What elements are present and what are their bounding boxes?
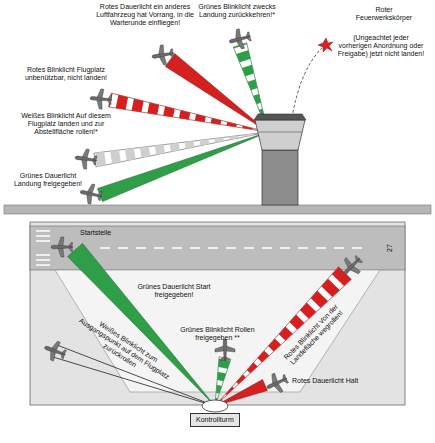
signal-label: Grünes Dauerlicht Start freigegeben! xyxy=(135,283,213,299)
aircraft xyxy=(337,251,367,281)
aircraft xyxy=(263,369,291,396)
signal-label: Startstelle xyxy=(80,229,130,237)
aircraft xyxy=(41,338,69,364)
aircraft xyxy=(74,148,99,171)
aircraft xyxy=(227,26,253,51)
signal-label: Rotes Dauerlicht Halt xyxy=(292,377,362,385)
aircraft xyxy=(150,43,175,67)
runway-centerline xyxy=(100,247,370,249)
white-blink-beam xyxy=(94,132,268,167)
signal-label: Rotes Dauerlicht ein anderes Luftfahrzeu… xyxy=(95,3,195,27)
firework-trail xyxy=(292,48,322,118)
control-tower xyxy=(254,114,306,205)
signal-label: Weißes Blinklicht Auf diesem Flugplatz l… xyxy=(12,112,120,136)
threshold-marks xyxy=(36,231,50,265)
signal-label: Grünes Blinklicht zwecks Landung zurückk… xyxy=(198,3,276,19)
top-scene xyxy=(4,26,431,214)
red-firework xyxy=(318,38,333,52)
tower-label: Kontrollturm xyxy=(196,416,234,424)
aircraft xyxy=(89,88,113,110)
signal-label: Roter Feuerwerkskörper xyxy=(348,6,420,22)
aircraft xyxy=(51,237,73,257)
runway-number: 27 xyxy=(386,238,394,258)
bottom-scene xyxy=(30,222,405,412)
tower-light xyxy=(202,400,228,412)
aircraft xyxy=(215,339,235,361)
signal-label: (Ungeachtet jeder vorherigen Anordnung o… xyxy=(336,34,426,58)
tower-box: Kontrollturm xyxy=(190,413,240,427)
signal-label: Grünes Dauerlicht Landung freigegeben! xyxy=(8,172,88,188)
airfield-area xyxy=(30,222,405,405)
green-steady-beam xyxy=(68,243,216,406)
signal-label: Rotes Blinklicht Flugplatz unbenützbar, … xyxy=(22,66,110,82)
signal-label: Grünes Blinklicht Rollen freigegeben ** xyxy=(170,326,265,342)
ground xyxy=(4,205,431,214)
